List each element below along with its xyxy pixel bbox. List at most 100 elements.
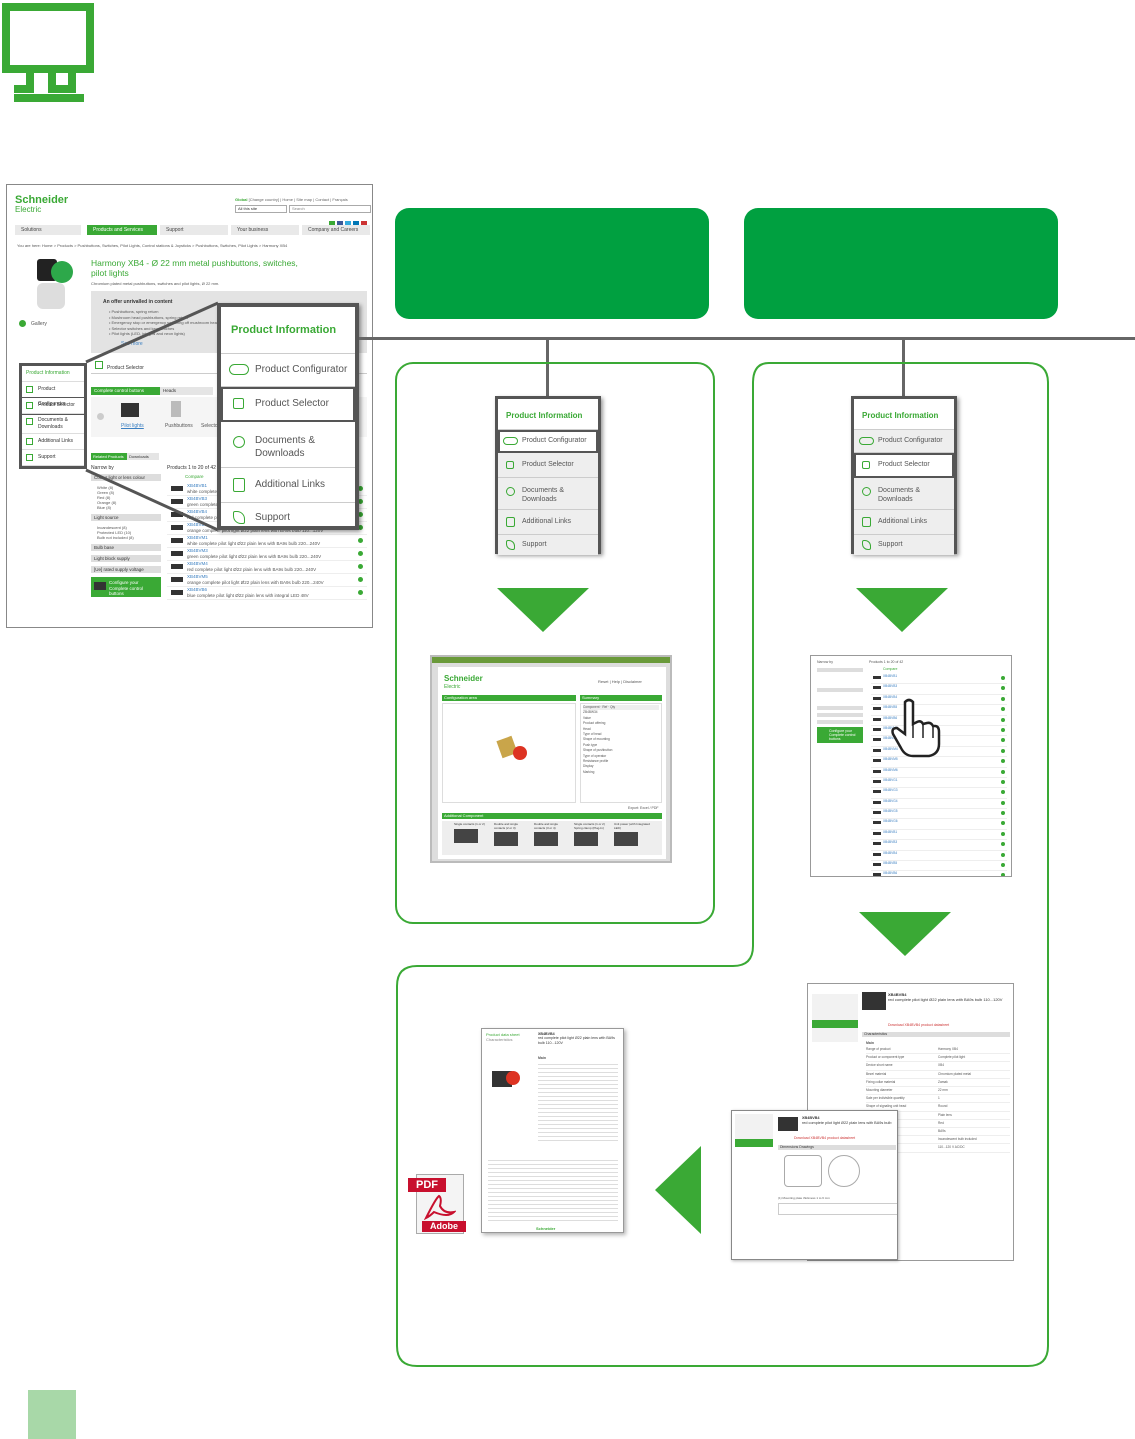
datasheet-image bbox=[488, 1065, 524, 1093]
links-icon bbox=[862, 517, 871, 527]
configurator-icon bbox=[503, 437, 518, 445]
config-3d-view[interactable] bbox=[442, 703, 576, 803]
datasheet-page: Product data sheetCharacteristics XB4BVB… bbox=[481, 1028, 624, 1233]
mini-right-support[interactable]: Support bbox=[854, 535, 954, 555]
additional-item[interactable]: Single contacts (1 or 2) Spring clamp (P… bbox=[574, 823, 610, 846]
connector-horizontal bbox=[359, 337, 1135, 340]
mini-right-header: Product Information bbox=[854, 399, 954, 430]
callout-item-documents[interactable]: Documents & Downloads bbox=[221, 422, 355, 468]
detail-sidebar bbox=[812, 994, 858, 1042]
download-icon bbox=[506, 487, 515, 496]
configurator-icon bbox=[859, 437, 874, 445]
checkbox-icon bbox=[506, 461, 514, 469]
detail-download[interactable]: Download XB4BVB4 product datasheet bbox=[888, 1022, 949, 1028]
additional-title: Additional Component bbox=[442, 813, 662, 819]
browser-bar bbox=[432, 657, 672, 663]
mini-left-links[interactable]: Additional Links bbox=[498, 510, 598, 535]
export-link[interactable]: Export: Excel / PDF bbox=[628, 805, 659, 811]
callout-header: Product Information bbox=[221, 307, 355, 354]
detail-sidebar-cta[interactable] bbox=[812, 1020, 858, 1028]
list-item[interactable]: XB4BVB6 bbox=[871, 871, 1007, 877]
configurator-logo: SchneiderElectric bbox=[444, 675, 483, 691]
list-item[interactable]: XB4BVB3 bbox=[871, 840, 1007, 850]
checkbox-icon bbox=[233, 398, 244, 409]
mini-menu-right: Product Information Product Configurator… bbox=[851, 396, 957, 554]
links-icon bbox=[506, 517, 515, 527]
selector-cta[interactable]: Configure your Complete control buttons bbox=[817, 727, 863, 743]
selector-header: Products 1 to 20 of 42 bbox=[869, 659, 903, 665]
configurator-page: SchneiderElectric Reset | Help | Disclai… bbox=[438, 667, 666, 859]
arrow-down-right bbox=[856, 588, 948, 632]
mini-right-configurator[interactable]: Product Configurator bbox=[854, 430, 954, 453]
detail-title: XB4BVB4red complete pilot light Ø22 plai… bbox=[888, 992, 1008, 1002]
popup-title: XB4BVB4red complete pilot light Ø22 plai… bbox=[802, 1116, 896, 1125]
list-item[interactable]: XB4BVB5 bbox=[871, 861, 1007, 871]
list-item[interactable]: XB4BVG6 bbox=[871, 819, 1007, 829]
datasheet-main-table bbox=[538, 1061, 618, 1141]
popup-drawing-2 bbox=[828, 1155, 860, 1187]
list-item[interactable]: XB4BVM6 bbox=[871, 768, 1007, 778]
additional-item[interactable]: Double and single contacts (3 or 4) bbox=[534, 823, 570, 846]
page-marker bbox=[28, 1390, 76, 1439]
popup-drawing-1 bbox=[784, 1155, 822, 1187]
mini-right-documents[interactable]: Documents & Downloads bbox=[854, 478, 954, 510]
list-item[interactable]: XB4BVB1 bbox=[871, 674, 1007, 684]
list-item[interactable]: XB4BVB1 bbox=[871, 830, 1007, 840]
mini-right-selector[interactable]: Product Selector bbox=[854, 453, 954, 478]
detail-popup-screenshot: XB4BVB4red complete pilot light Ø22 plai… bbox=[731, 1110, 898, 1260]
popup-table bbox=[778, 1203, 898, 1215]
popup-drawing-title: Dimensions Drawings bbox=[778, 1145, 896, 1150]
selector-compare[interactable]: Compare bbox=[883, 666, 897, 672]
additional-item[interactable]: Single contacts (1 or 2) bbox=[454, 823, 490, 843]
list-item[interactable]: XB4BVG1 bbox=[871, 778, 1007, 788]
detail-thumb bbox=[862, 992, 886, 1010]
arrow-down-detail bbox=[859, 912, 951, 956]
mini-right-links[interactable]: Additional Links bbox=[854, 510, 954, 535]
datasheet-complementary-table bbox=[488, 1157, 618, 1223]
mini-left-documents[interactable]: Documents & Downloads bbox=[498, 478, 598, 510]
summary-table: Component · Ref · Qty ZB4BW34 Value Prod… bbox=[580, 703, 662, 803]
list-item[interactable]: XB4BVG3 bbox=[871, 788, 1007, 798]
popup-download[interactable]: Download XB4BVB4 product datasheet bbox=[794, 1135, 855, 1141]
selector-filters: Configure your Complete control buttons bbox=[817, 666, 863, 746]
mini-menu-left: Product Information Product Configurator… bbox=[495, 396, 601, 554]
hand-cursor-icon bbox=[891, 698, 941, 758]
datasheet-brand: Schneider bbox=[536, 1226, 555, 1232]
links-icon bbox=[233, 478, 245, 492]
download-icon bbox=[862, 487, 871, 496]
callout-item-selector[interactable]: Product Selector bbox=[221, 387, 355, 422]
product-info-callout: Product Information Product Configurator… bbox=[217, 303, 359, 530]
mini-left-configurator[interactable]: Product Configurator bbox=[498, 430, 598, 453]
additional-carousel: Single contacts (1 or 2) Double and sing… bbox=[442, 821, 662, 855]
popup-thumb bbox=[778, 1117, 798, 1131]
list-item[interactable]: XB4BVG4 bbox=[871, 799, 1007, 809]
pdf-icon: PDF Adobe bbox=[408, 1174, 468, 1236]
callout-item-links[interactable]: Additional Links bbox=[221, 468, 355, 503]
support-icon bbox=[862, 540, 871, 550]
selector-screenshot: Narrow by Products 1 to 20 of 42 Compare… bbox=[810, 655, 1012, 877]
configurator-icon bbox=[229, 364, 249, 375]
header-box-selector bbox=[744, 208, 1058, 319]
configurator-top-links: Reset | Help | Disclaimer bbox=[598, 679, 642, 685]
callout-item-support[interactable]: Support bbox=[221, 503, 355, 533]
list-item[interactable]: XB4BVB4 bbox=[871, 851, 1007, 861]
additional-item[interactable]: Unit power (with Integrated LED) bbox=[614, 823, 650, 846]
list-item[interactable]: XB4BVG5 bbox=[871, 809, 1007, 819]
header-box-configurator bbox=[395, 208, 709, 319]
mini-left-selector[interactable]: Product Selector bbox=[498, 453, 598, 478]
config-area-title: Configuration area bbox=[442, 695, 576, 701]
detail-char-title: Characteristics bbox=[862, 1032, 1010, 1037]
support-icon bbox=[233, 511, 245, 524]
summary-title: Summary bbox=[580, 695, 662, 701]
arrow-left-pdf bbox=[655, 1146, 701, 1234]
arrow-down-left bbox=[497, 588, 589, 632]
list-item[interactable]: XB4BVM5 bbox=[871, 757, 1007, 767]
mini-left-support[interactable]: Support bbox=[498, 535, 598, 555]
additional-item[interactable]: Double and single contacts (2 or 3) bbox=[494, 823, 530, 846]
selector-narrow: Narrow by bbox=[817, 659, 833, 665]
callout-item-configurator[interactable]: Product Configurator bbox=[221, 354, 355, 387]
list-item[interactable]: XB4BVB3 bbox=[871, 684, 1007, 694]
popup-sidebar-cta[interactable] bbox=[735, 1139, 773, 1147]
